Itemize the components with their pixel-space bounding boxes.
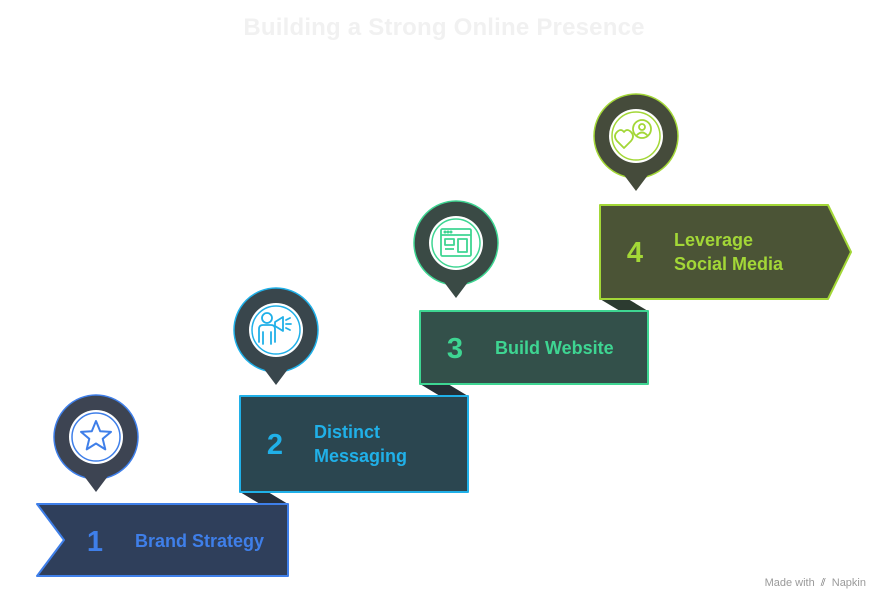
step-4-number: 4 [627,237,643,269]
megaphone-person-icon [258,312,292,345]
step-2-banner [239,395,469,493]
step-1-pin [53,394,139,492]
star-icon [80,420,112,451]
fold-connector-3-4 [600,299,648,311]
napkin-logo-icon: ⫽ [820,577,826,589]
diagram-title: Building a Strong Online Presence [243,14,645,41]
step-3-banner [419,310,649,385]
step-3: 3 Build Website [413,200,649,385]
step-1-label: Brand Strategy [135,531,264,551]
napkin-brand-text: Napkin [831,577,866,589]
step-2-label: Distinct Messaging [314,422,407,466]
step-2-pin [233,287,319,385]
step-4-pin [593,93,679,191]
website-layout-icon [440,228,472,257]
step-4-banner [599,204,852,300]
heart-person-icon [614,119,652,149]
step-3-pin [413,200,499,298]
fold-connector-2-3 [420,384,468,396]
step-1-number: 1 [87,526,103,558]
fold-connector-1-2 [240,492,288,504]
made-with-text: Made with [764,577,815,589]
step-2-number: 2 [267,429,283,461]
step-3-label: Build Website [495,338,614,358]
made-with-napkin-footer: Made with ⫽ Napkin [765,577,866,590]
step-1-banner [36,503,289,577]
step-3-number: 3 [447,333,463,365]
step-4-label: Leverage Social Media [674,230,784,274]
step-2: 2 Distinct Messaging [233,287,469,493]
step-4: 4 Leverage Social Media [593,93,852,300]
step-1: 1 Brand Strategy [36,394,289,577]
